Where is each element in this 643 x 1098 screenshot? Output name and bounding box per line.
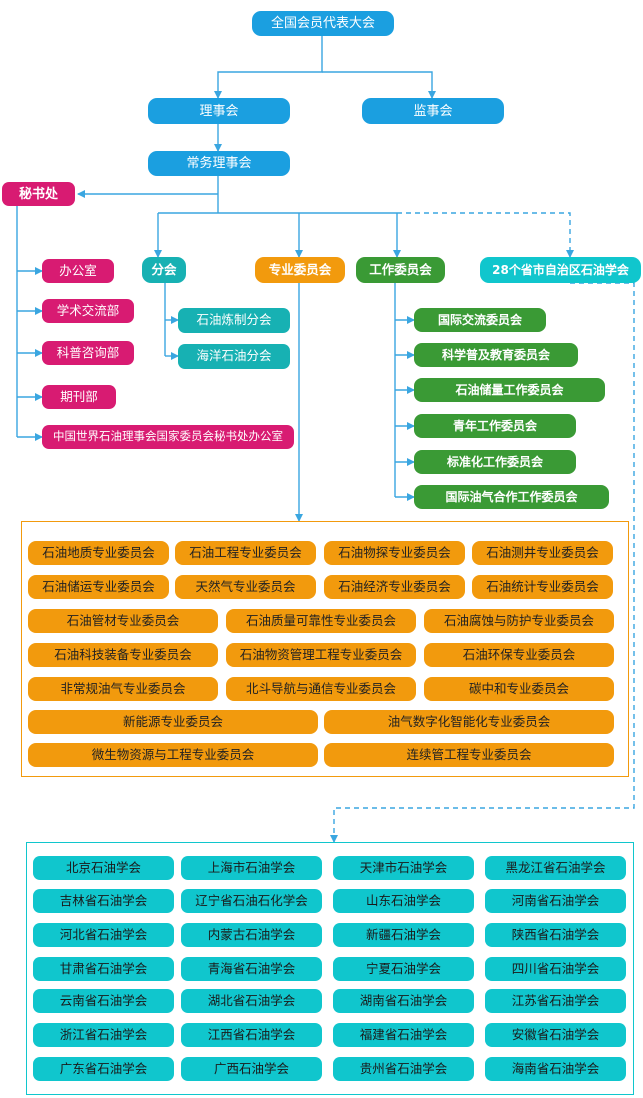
professional-committee-item: 石油储运专业委员会 xyxy=(28,575,169,599)
provincial-society-item: 湖南省石油学会 xyxy=(333,989,474,1013)
provincial-society-item: 云南省石油学会 xyxy=(33,989,174,1013)
provincial-society-item: 江苏省石油学会 xyxy=(485,989,626,1013)
provincial-society-item: 天津市石油学会 xyxy=(333,856,474,880)
working-committee-item: 科学普及教育委员会 xyxy=(414,343,578,367)
provincial-society-item: 上海市石油学会 xyxy=(181,856,322,880)
professional-committee-item: 石油经济专业委员会 xyxy=(324,575,465,599)
provincial-society-item: 江西省石油学会 xyxy=(181,1023,322,1047)
assembly-node: 全国会员代表大会 xyxy=(252,11,394,36)
provincial-society-item: 四川省石油学会 xyxy=(485,957,626,981)
secretariat-unit-science: 科普咨询部 xyxy=(42,341,134,365)
professional-committee-item: 天然气专业委员会 xyxy=(175,575,316,599)
professional-committee-item: 石油质量可靠性专业委员会 xyxy=(226,609,416,633)
professional-committees-frame xyxy=(21,521,629,777)
working-committee-item: 石油储量工作委员会 xyxy=(414,378,605,402)
professional-committee-item: 石油测井专业委员会 xyxy=(472,541,613,565)
provincial-society-item: 甘肃省石油学会 xyxy=(33,957,174,981)
professional-committees-node: 专业委员会 xyxy=(255,257,345,283)
provincial-society-item: 吉林省石油学会 xyxy=(33,889,174,913)
professional-committee-item: 石油管材专业委员会 xyxy=(28,609,218,633)
provincial-society-item: 河北省石油学会 xyxy=(33,923,174,947)
provincial-society-item: 新疆石油学会 xyxy=(333,923,474,947)
provincial-society-item: 湖北省石油学会 xyxy=(181,989,322,1013)
provincial-society-item: 河南省石油学会 xyxy=(485,889,626,913)
provincial-society-item: 青海省石油学会 xyxy=(181,957,322,981)
secretariat-unit-office: 办公室 xyxy=(42,259,114,283)
branch-offshore: 海洋石油分会 xyxy=(178,344,290,369)
professional-committee-item: 石油工程专业委员会 xyxy=(175,541,316,565)
professional-committee-item: 石油物探专业委员会 xyxy=(324,541,465,565)
professional-committee-item: 石油地质专业委员会 xyxy=(28,541,169,565)
professional-committee-item: 北斗导航与通信专业委员会 xyxy=(226,677,416,701)
provincial-society-item: 宁夏石油学会 xyxy=(333,957,474,981)
provincial-society-item: 陕西省石油学会 xyxy=(485,923,626,947)
professional-committee-item: 石油科技装备专业委员会 xyxy=(28,643,218,667)
provincial-society-item: 黑龙江省石油学会 xyxy=(485,856,626,880)
secretariat-unit-academic: 学术交流部 xyxy=(42,299,134,323)
working-committees-node: 工作委员会 xyxy=(356,257,445,283)
professional-committee-item: 油气数字化智能化专业委员会 xyxy=(324,710,614,734)
professional-committee-item: 石油物资管理工程专业委员会 xyxy=(226,643,416,667)
provincial-society-item: 辽宁省石油石化学会 xyxy=(181,889,322,913)
provincial-society-item: 北京石油学会 xyxy=(33,856,174,880)
provincial-societies-node: 28个省市自治区石油学会 xyxy=(480,257,641,283)
provincial-society-item: 内蒙古石油学会 xyxy=(181,923,322,947)
professional-committee-item: 连续管工程专业委员会 xyxy=(324,743,614,767)
provincial-society-item: 山东石油学会 xyxy=(333,889,474,913)
secretariat-node: 秘书处 xyxy=(2,182,75,206)
provincial-society-item: 广东省石油学会 xyxy=(33,1057,174,1081)
secretariat-unit-wpc: 中国世界石油理事会国家委员会秘书处办公室 xyxy=(42,425,294,449)
professional-committee-item: 非常规油气专业委员会 xyxy=(28,677,218,701)
working-committee-item: 国际交流委员会 xyxy=(414,308,546,332)
provincial-society-item: 海南省石油学会 xyxy=(485,1057,626,1081)
professional-committee-item: 新能源专业委员会 xyxy=(28,710,318,734)
working-committee-item: 标准化工作委员会 xyxy=(414,450,576,474)
provincial-society-item: 广西石油学会 xyxy=(181,1057,322,1081)
provincial-society-item: 浙江省石油学会 xyxy=(33,1023,174,1047)
provincial-society-item: 福建省石油学会 xyxy=(333,1023,474,1047)
branches-node: 分会 xyxy=(142,257,186,283)
provincial-societies-frame xyxy=(26,842,634,1095)
professional-committee-item: 碳中和专业委员会 xyxy=(424,677,614,701)
working-committee-item: 国际油气合作工作委员会 xyxy=(414,485,609,509)
council-node: 理事会 xyxy=(148,98,290,124)
branch-refining: 石油炼制分会 xyxy=(178,308,290,333)
provincial-society-item: 安徽省石油学会 xyxy=(485,1023,626,1047)
supervisors-node: 监事会 xyxy=(362,98,504,124)
professional-committee-item: 微生物资源与工程专业委员会 xyxy=(28,743,318,767)
working-committee-item: 青年工作委员会 xyxy=(414,414,576,438)
secretariat-unit-journal: 期刊部 xyxy=(42,385,116,409)
professional-committee-item: 石油统计专业委员会 xyxy=(472,575,613,599)
professional-committee-item: 石油腐蚀与防护专业委员会 xyxy=(424,609,614,633)
standing-council-node: 常务理事会 xyxy=(148,151,290,176)
professional-committee-item: 石油环保专业委员会 xyxy=(424,643,614,667)
provincial-society-item: 贵州省石油学会 xyxy=(333,1057,474,1081)
